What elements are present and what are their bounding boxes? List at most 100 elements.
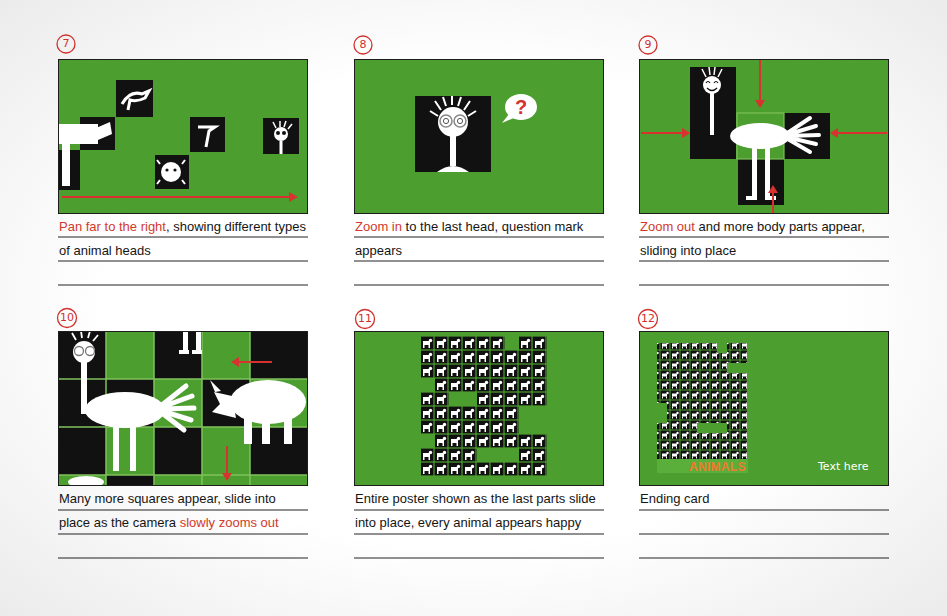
panel-grounds-part — [354, 331, 604, 486]
panel-grounds-part — [639, 331, 889, 486]
panel-10-art-part — [106, 475, 154, 486]
panel-7-art-part — [173, 168, 176, 171]
panel-11-poster-part — [505, 336, 519, 350]
caption: Ending card — [640, 487, 890, 511]
panel-grounds-part — [58, 59, 308, 214]
caption-rules-part — [354, 558, 604, 559]
panel-8-art-part — [450, 136, 456, 166]
caption: Many more squares appear, slide into pla… — [59, 487, 309, 535]
panel-8-art-part — [443, 118, 448, 123]
panel-7-art-part — [161, 162, 181, 182]
storyboard-panel: 8Zoom into the last head, question mark … — [354, 59, 604, 214]
panel-11-poster-part — [421, 378, 435, 392]
panel-10-art-part — [154, 427, 202, 475]
panel-10-art-part — [212, 392, 236, 418]
storyboard-panel: 7Pan far to the right, showing different… — [58, 59, 308, 214]
panel-7-art-part — [289, 192, 298, 202]
panel-7-art-part — [62, 196, 290, 198]
camera-direction: Zoom out — [640, 219, 695, 234]
panel-11-poster — [421, 336, 547, 476]
panel-9-art-part-part — [682, 128, 690, 138]
caption-text: Entire poster shown as the last parts sl… — [355, 491, 596, 530]
panel-9-art-part-part — [755, 100, 765, 108]
panel-9-art-part — [703, 76, 721, 94]
panel-7-art — [58, 80, 299, 202]
panel-10-art-part — [154, 331, 202, 379]
panel-12-poster — [657, 343, 748, 473]
caption-rules-part — [639, 534, 889, 535]
panel-10-art-part — [73, 341, 95, 363]
panel-10-art-part-part — [58, 474, 308, 476]
panel-grounds-part — [639, 59, 889, 214]
storyboard-panel: 11Entire poster shown as the last parts … — [354, 331, 604, 486]
caption-rules-part — [639, 285, 889, 286]
caption-rules-part — [354, 285, 604, 286]
panel-10-art-part — [183, 331, 188, 351]
panel-7-art-part — [282, 131, 286, 135]
panel-11-poster-part — [421, 336, 547, 476]
camera-direction: slowly zooms out — [180, 515, 279, 530]
panel-10-art-part — [196, 331, 201, 351]
caption-rules-part — [58, 261, 308, 262]
panel-11-poster-part — [519, 406, 547, 434]
caption-rules-part — [354, 534, 604, 535]
panel-9-art-part — [738, 159, 784, 205]
panel-8-art — [415, 96, 491, 172]
question-mark: ? — [506, 94, 536, 120]
caption: Zoom outand more body parts appear, slid… — [640, 215, 890, 263]
panel-grounds — [58, 59, 889, 486]
caption-rules — [58, 237, 889, 558]
panel-grounds-part — [354, 59, 604, 214]
panel-9-art-part — [765, 147, 770, 197]
panel-10-art-part — [192, 350, 202, 354]
caption-rules-part — [639, 558, 889, 559]
panel-9-art-part — [706, 82, 718, 91]
panel-7-art-part — [116, 80, 153, 117]
panel-10-art-part — [284, 418, 292, 444]
panel-9-art-part-part — [768, 185, 778, 193]
panel-7-art-part — [276, 131, 280, 135]
caption-rules-part — [58, 558, 308, 559]
caption-rules-part — [354, 510, 604, 511]
panel-10-art-part-part — [226, 446, 228, 473]
poster-title: ANIMALS — [689, 459, 755, 475]
panel-10-art-part — [162, 386, 194, 430]
panel-8-art-part — [440, 115, 452, 127]
placeholder-text: Text here — [818, 459, 888, 475]
panel-9-art-part-part — [759, 60, 761, 100]
panel-10-art-part — [230, 380, 306, 424]
bubble-tail — [502, 114, 516, 123]
panel-7-art-part — [96, 122, 112, 140]
caption-rules-part — [58, 534, 308, 535]
panel-7-art-part — [190, 117, 225, 152]
panel-7-art-part — [157, 160, 185, 184]
panel-10-art-part — [68, 476, 104, 486]
caption: Pan far to the right, showing different … — [59, 215, 309, 263]
number-circles — [57, 35, 658, 329]
caption-rules-part — [639, 261, 889, 262]
panel-12-poster-part — [717, 343, 727, 353]
panel-10-art-part-part — [201, 331, 203, 486]
panel-9-art-part-part — [772, 193, 774, 213]
panel-7-art-part — [274, 127, 288, 141]
panel-8-art-part — [415, 96, 491, 172]
panel-10-art-part-part — [239, 361, 272, 363]
panel-7-art-part — [155, 155, 189, 189]
panel-12-poster-part — [727, 363, 747, 373]
panel-9-art-part — [786, 118, 819, 152]
panel-11-poster-part — [449, 392, 477, 406]
panel-7-art-part — [165, 168, 168, 171]
panel-10-art-part — [250, 427, 308, 475]
panel-9-art-part — [765, 196, 776, 200]
panel-9-art-part-part — [838, 132, 887, 134]
panel-8-art-part — [454, 115, 466, 127]
panel-10-art-part — [58, 427, 106, 475]
panel-number: 8 — [352, 36, 374, 54]
panel-10-art-part — [250, 331, 308, 379]
panel-7-art-part — [280, 141, 283, 154]
panel-9-art-part — [730, 123, 790, 149]
panel-7-art-part — [122, 91, 149, 110]
panel-10-art-part — [222, 357, 272, 481]
panel-10-art-part — [85, 392, 165, 428]
